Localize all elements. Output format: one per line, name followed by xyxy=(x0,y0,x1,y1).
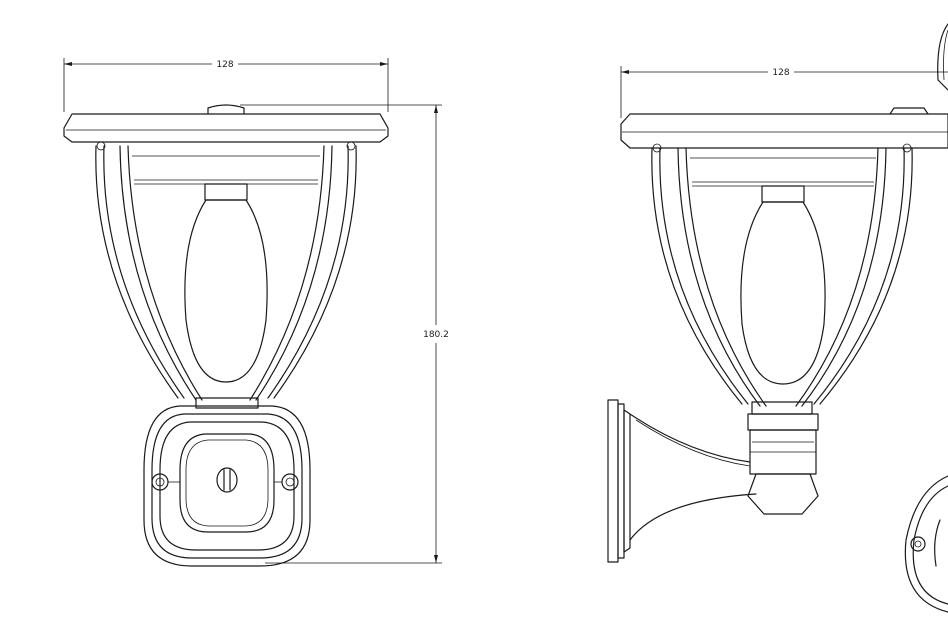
side-width-dimension: 128 xyxy=(620,66,948,118)
side-solar-cap xyxy=(620,107,948,149)
side-collar xyxy=(747,413,819,515)
side-width-label: 128 xyxy=(772,68,789,78)
wall-mount-plate xyxy=(143,405,311,567)
lantern-frame xyxy=(95,141,357,409)
side-bulb xyxy=(740,185,826,385)
side-view: 128 xyxy=(607,23,948,613)
height-dimension: 180.2 xyxy=(240,104,449,564)
front-width-label: 128 xyxy=(216,60,233,70)
side-arm xyxy=(629,413,757,541)
side-wall-plate xyxy=(607,399,631,563)
solar-cap xyxy=(63,104,389,143)
bulb xyxy=(184,183,268,383)
front-view: 128 180.2 xyxy=(63,58,449,567)
partial-view-fragment xyxy=(904,23,948,613)
height-label: 180.2 xyxy=(423,330,449,340)
front-width-dimension: 128 xyxy=(63,58,389,112)
side-lantern-frame xyxy=(651,143,913,415)
